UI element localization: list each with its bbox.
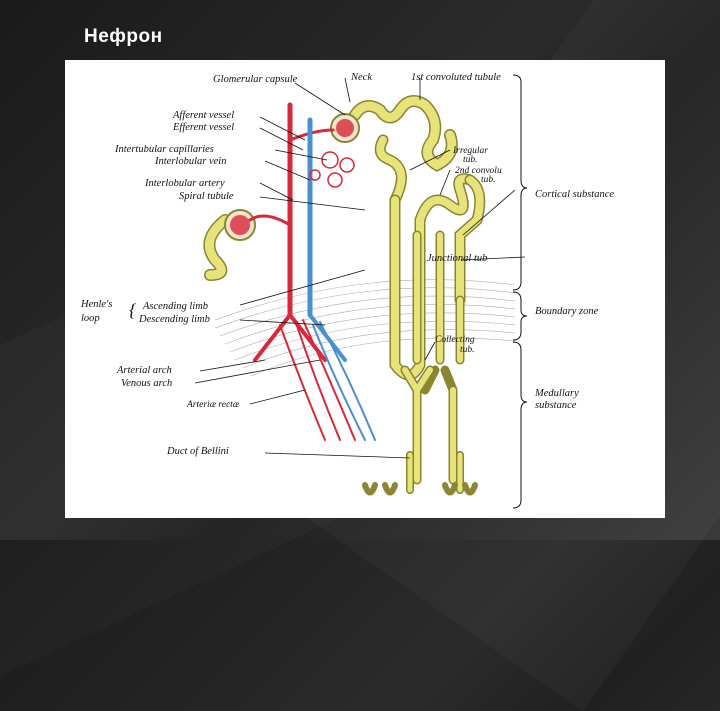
- label-ascending-limb: Ascending limb: [142, 301, 208, 312]
- label-collecting-tub: tub.: [460, 345, 475, 355]
- label-interlobular-vein: Interlobular vein: [154, 156, 226, 167]
- label-henles: Henle's: [80, 299, 112, 310]
- label-efferent-vessel: Efferent vessel: [172, 122, 234, 133]
- intertubular-capillaries: [309, 151, 355, 188]
- glomerulus-lower: [224, 209, 256, 241]
- label-first-convoluted-tubule: 1st convoluted tubule: [411, 72, 501, 83]
- label-duct-of-bellini: Duct of Bellini: [166, 446, 229, 457]
- label-second-convoluted-tub: tub.: [481, 175, 496, 185]
- label-junctional-tubule: Junctional tub: [427, 253, 487, 264]
- zone-braces: [512, 74, 528, 509]
- label-cortical-substance: Cortical substance: [535, 189, 614, 200]
- label-descending-limb: Descending limb: [138, 314, 210, 325]
- slide-title: Нефрон: [84, 26, 163, 47]
- label-arterial-arch: Arterial arch: [116, 365, 172, 376]
- label-interlobular-artery: Interlobular artery: [144, 178, 225, 189]
- label-substance: substance: [535, 400, 577, 411]
- label-irregular-tub: tub.: [463, 155, 478, 165]
- henle-brace: {: [129, 300, 137, 320]
- label-loop: loop: [81, 313, 100, 324]
- label-spiral-tubule: Spiral tubule: [179, 191, 234, 202]
- label-venous-arch: Venous arch: [121, 378, 172, 389]
- label-boundary-zone: Boundary zone: [535, 306, 599, 317]
- leader-lines: [194, 77, 526, 459]
- tubules: [203, 95, 486, 496]
- glomerulus-upper: [330, 113, 360, 143]
- label-arteriae-rectae: Arteriæ rectæ: [186, 400, 240, 410]
- duct-openings: [362, 482, 478, 496]
- arteriae-rectae: [279, 319, 356, 441]
- label-irregular: Irregular: [452, 146, 488, 156]
- veins: [307, 117, 376, 441]
- label-second-convoluted: 2nd convolu: [455, 166, 502, 176]
- label-intertubular-capillaries: Intertubular capillaries: [114, 144, 214, 155]
- nephron-figure: Glomerular capsule Neck 1st convoluted t…: [65, 60, 665, 518]
- boundary-zone-hatching: [214, 279, 516, 377]
- label-neck: Neck: [350, 72, 372, 83]
- label-glomerular-capsule: Glomerular capsule: [213, 74, 298, 85]
- nephron-diagram: Glomerular capsule Neck 1st convoluted t…: [80, 72, 614, 509]
- label-medullary: Medullary: [534, 388, 579, 399]
- label-afferent-vessel: Afferent vessel: [172, 110, 234, 121]
- label-collecting: Collecting: [435, 335, 475, 345]
